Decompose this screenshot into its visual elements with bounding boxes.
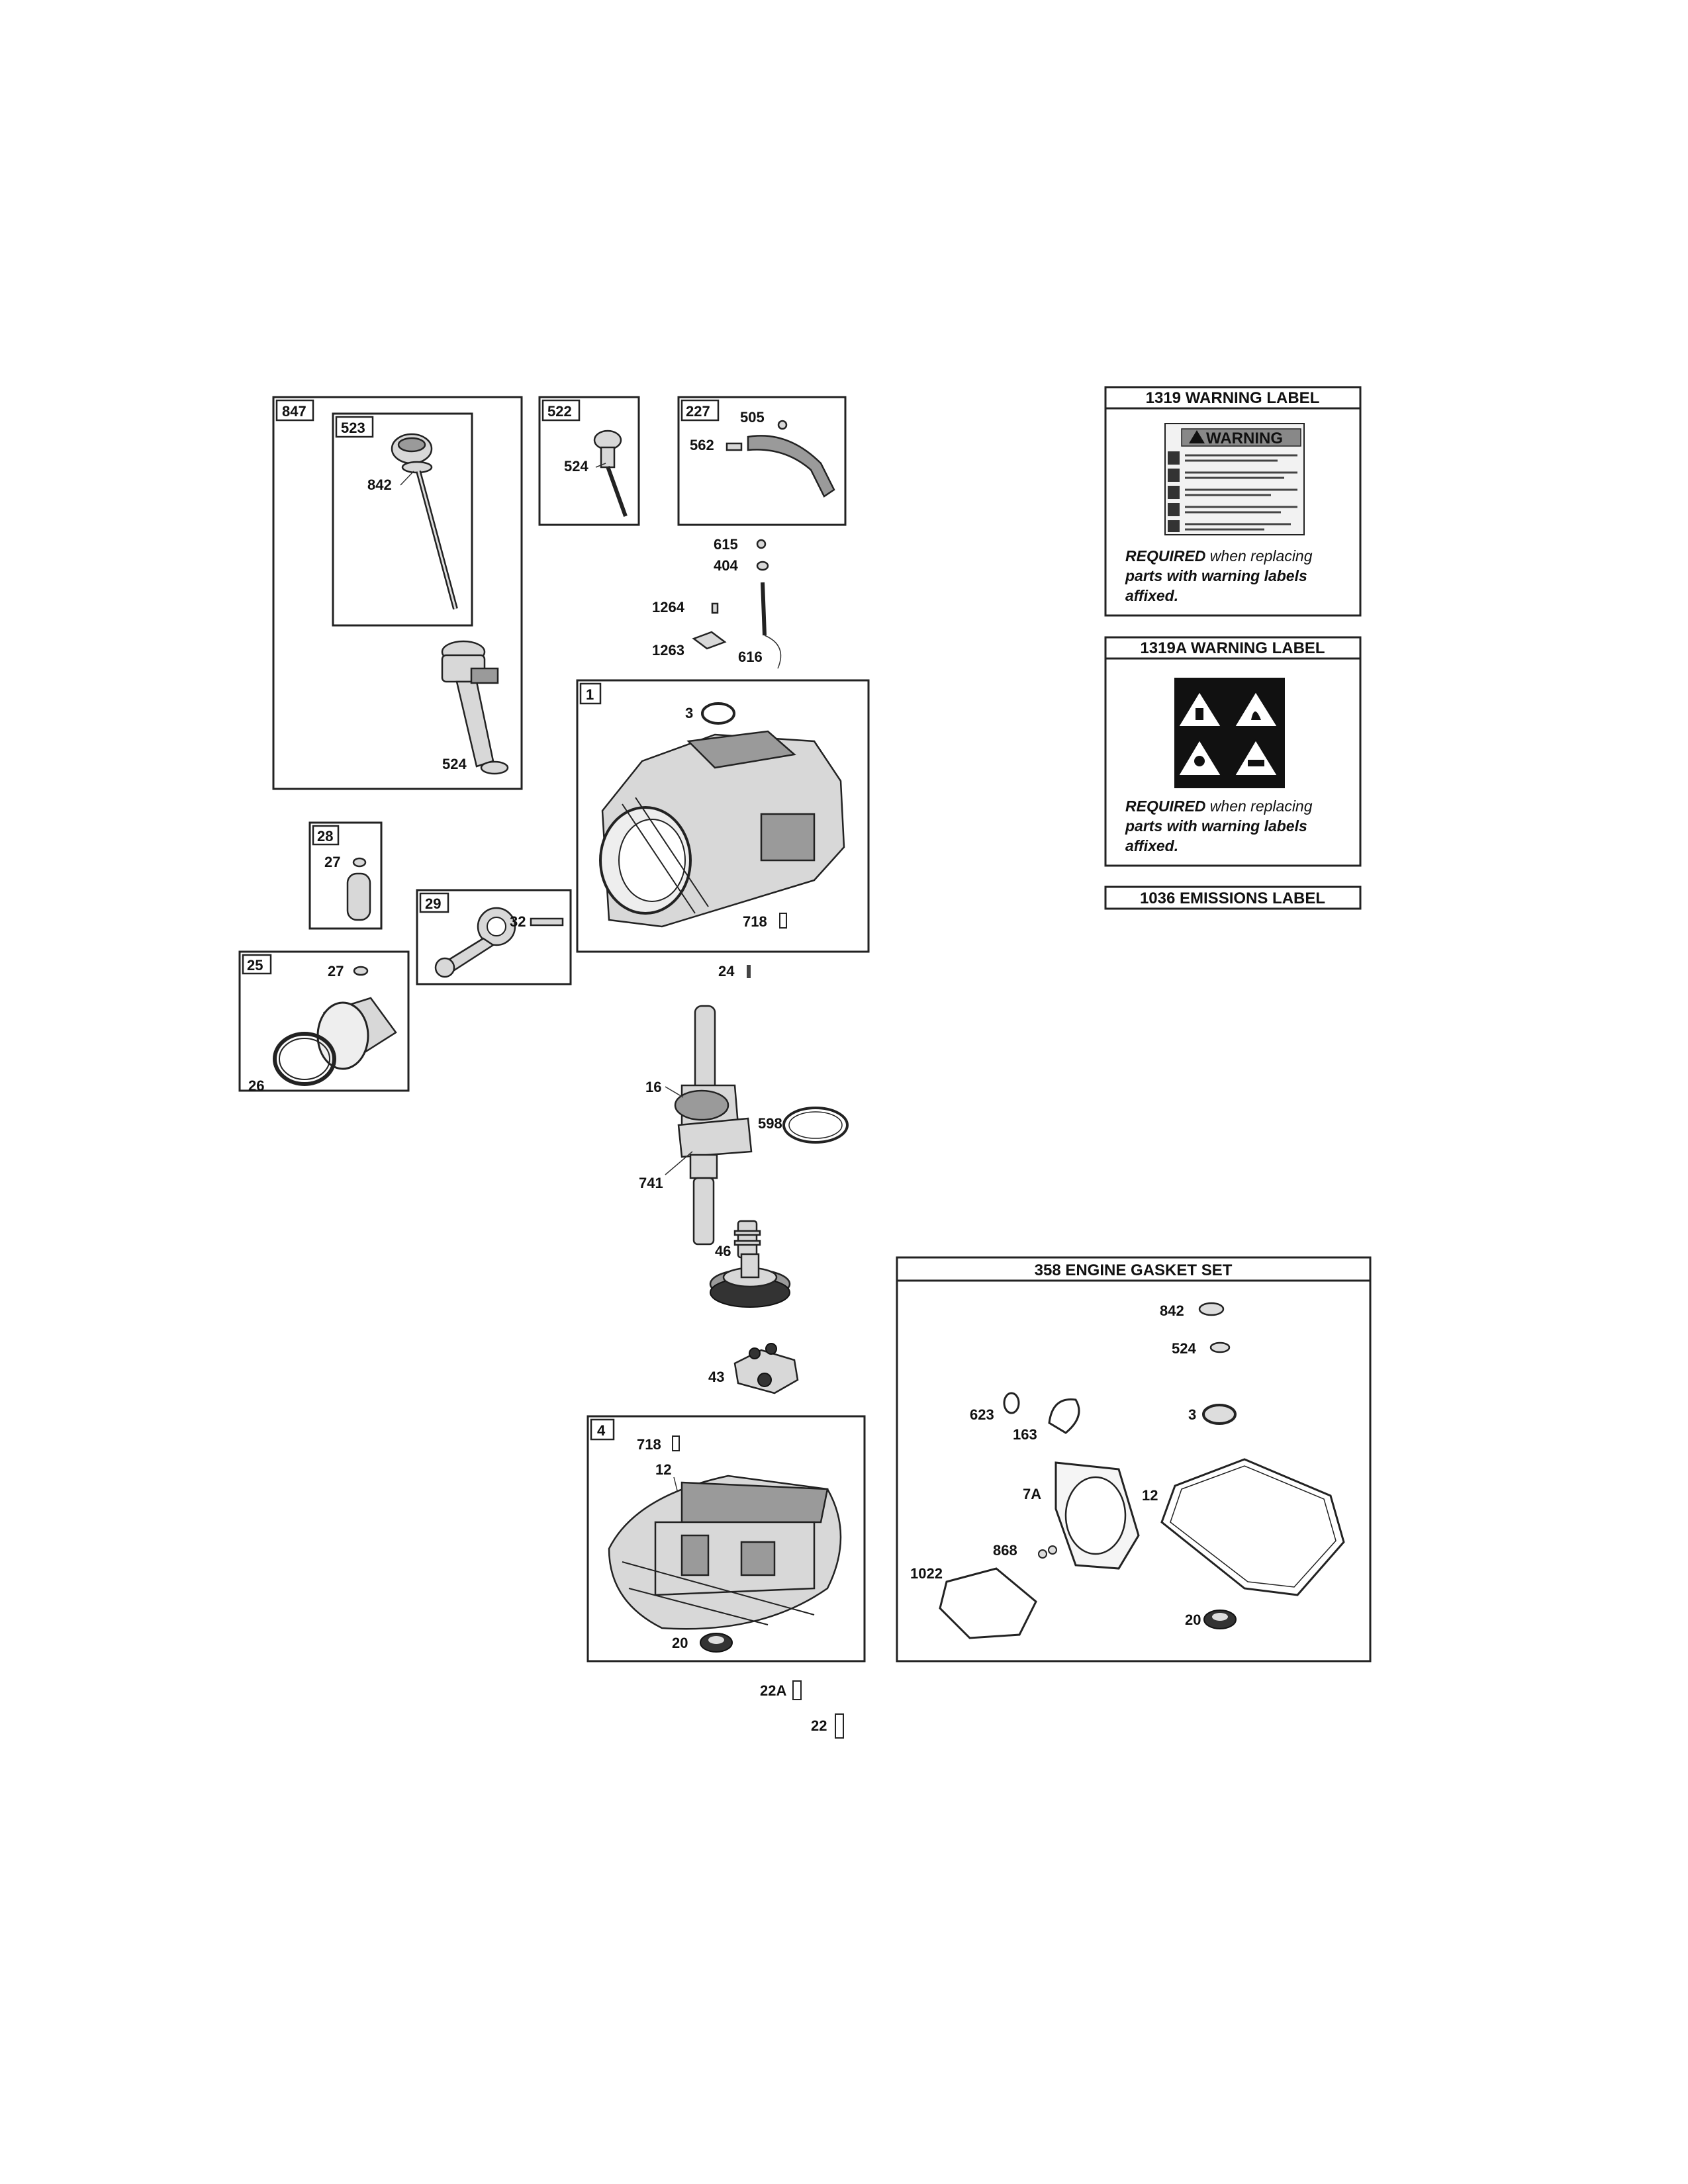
callout-12-gasket-set: 12: [1142, 1487, 1158, 1504]
connecting-rod-29: 29 32: [416, 889, 572, 985]
label-title-1319: 1319 WARNING LABEL: [1146, 389, 1320, 407]
callout-1263: 1263: [652, 642, 684, 659]
callout-522: 522: [547, 403, 572, 420]
required-notice-1319A: REQUIRED when replacing: [1125, 797, 1313, 815]
callout-1: 1: [586, 686, 594, 703]
callout-741: 741: [639, 1175, 663, 1191]
warning-triangle-icon: [1189, 430, 1205, 443]
dipstick-assembly-847: 847 523 842 524: [272, 396, 523, 790]
callout-32: 32: [510, 913, 526, 930]
callout-24: 24: [718, 963, 735, 979]
emissions-label-1036: 1036 EMISSIONS LABEL: [1104, 886, 1362, 910]
callout-847: 847: [282, 403, 306, 420]
manual-read-icon: [1168, 451, 1180, 465]
callout-616: 616: [738, 649, 763, 665]
engine-gasket-set-358: 358 ENGINE GASKET SET 842 524 623 163 3 …: [896, 1256, 1372, 1662]
label-title-1036: 1036 EMISSIONS LABEL: [1140, 889, 1325, 907]
callout-562: 562: [690, 437, 714, 453]
callout-615: 615: [714, 536, 738, 553]
warning-label-1319: 1319 WARNING LABEL WARNING REQUIRED when…: [1104, 386, 1362, 617]
callout-29: 29: [425, 895, 441, 912]
callout-718-cylinder: 718: [743, 913, 767, 930]
callout-7A: 7A: [1023, 1486, 1041, 1502]
callout-28: 28: [317, 828, 333, 844]
callout-3-cylinder-seal: 3: [685, 705, 693, 721]
callout-598: 598: [758, 1115, 782, 1132]
callout-524-gasket-set: 524: [1172, 1340, 1196, 1357]
callout-842-gasket-set: 842: [1160, 1302, 1184, 1319]
callout-43: 43: [708, 1369, 724, 1385]
callout-505: 505: [740, 409, 765, 426]
callout-27-piston-retainer: 27: [328, 963, 344, 979]
callout-842-dipstick-seal: 842: [367, 477, 392, 493]
required-line-3-1319: affixed.: [1125, 587, 1178, 604]
governor-43: 43: [708, 1343, 799, 1394]
cylinder-1: 1 3 718: [576, 679, 870, 953]
callout-524-dipstick: 524: [564, 458, 588, 475]
callout-27-pin-retainer: 27: [324, 854, 340, 870]
callout-3-gasket-set: 3: [1188, 1406, 1196, 1423]
piston-assembly-25: 25 27 26: [238, 950, 410, 1094]
hot-surface-icon: [1168, 486, 1180, 499]
callout-868: 868: [993, 1542, 1017, 1559]
callout-1022: 1022: [910, 1565, 943, 1582]
callout-524-tube-seal: 524: [442, 756, 467, 772]
piston-pin-28: 28 27: [308, 821, 383, 930]
callout-22: 22: [811, 1717, 827, 1734]
label-title-1319A: 1319A WARNING LABEL: [1140, 639, 1325, 657]
crankshaft-16: 16 741 598: [639, 1005, 849, 1246]
governor-link-227: 227 505 562: [677, 396, 847, 526]
callout-163: 163: [1013, 1426, 1037, 1443]
fire-hazard-icon: [1233, 690, 1279, 727]
callout-22A: 22A: [760, 1682, 786, 1699]
sump-4: 4 718 12 20: [586, 1415, 866, 1662]
callout-25: 25: [247, 957, 263, 974]
callout-1264: 1264: [652, 599, 685, 615]
required-line-2-1319A: parts with warning labels: [1125, 817, 1307, 835]
callout-523: 523: [341, 420, 365, 436]
camshaft-46: 46: [709, 1220, 791, 1308]
fire-hazard-icon: [1168, 469, 1180, 482]
rotating-parts-icon: [1233, 739, 1279, 776]
callout-20-sump-seal: 20: [672, 1635, 688, 1651]
required-line-3-1319A: affixed.: [1125, 837, 1178, 854]
warning-word: WARNING: [1206, 430, 1283, 447]
callout-227: 227: [686, 403, 710, 420]
callout-404: 404: [714, 557, 738, 574]
callout-20-gasket-set: 20: [1185, 1612, 1201, 1628]
governor-hardware: 615 404 616 1264 1263: [652, 536, 782, 669]
dipstick-522: 522 524: [538, 396, 640, 526]
rotating-parts-icon: [1168, 503, 1180, 516]
callout-623: 623: [970, 1406, 994, 1423]
callout-26: 26: [248, 1077, 264, 1094]
required-line-2-1319: parts with warning labels: [1125, 567, 1307, 584]
callout-46: 46: [715, 1243, 731, 1259]
gasket-set-title: 358 ENGINE GASKET SET: [1035, 1261, 1233, 1279]
callout-4: 4: [597, 1422, 606, 1439]
callout-12-sump-gasket: 12: [655, 1461, 671, 1478]
callout-16: 16: [645, 1079, 661, 1095]
required-notice-1319: REQUIRED when replacing: [1125, 547, 1313, 565]
callout-718-sump: 718: [637, 1436, 661, 1453]
warning-label-1319A: 1319A WARNING LABEL REQUIRED when replac…: [1104, 636, 1362, 867]
